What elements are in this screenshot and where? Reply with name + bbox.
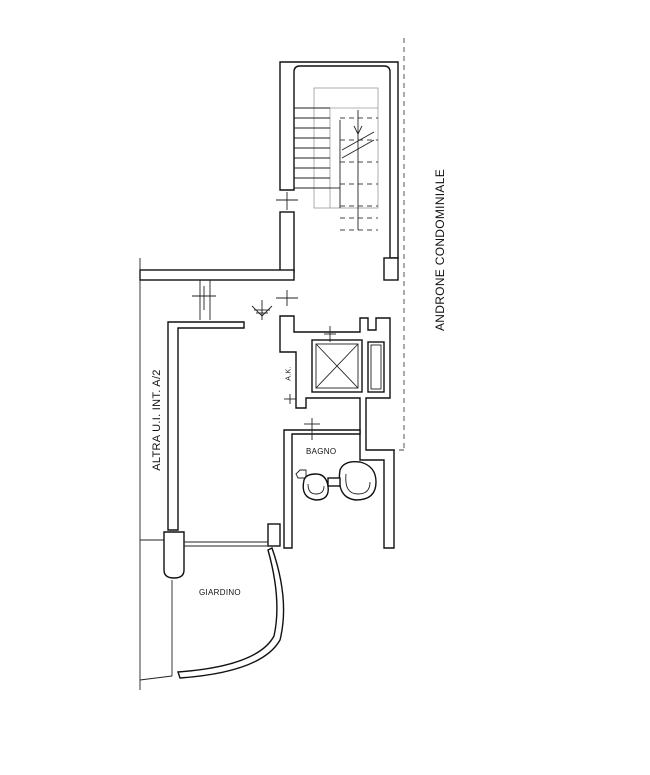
closet-door xyxy=(284,394,296,404)
hall-boundary xyxy=(394,38,405,451)
door-marks xyxy=(192,192,298,320)
bathroom xyxy=(283,418,377,549)
stairwell-walls xyxy=(279,61,399,281)
apartment-walls xyxy=(167,315,395,549)
garden xyxy=(139,523,285,681)
staircase xyxy=(294,87,379,231)
corridor-wall xyxy=(139,258,295,690)
altra-ui-label: ALTRA U.I. INT. A/2 xyxy=(151,369,163,471)
bagno-label: BAGNO xyxy=(306,447,337,456)
ak-label: A.K. xyxy=(285,366,293,381)
elevator-icon xyxy=(311,326,385,393)
androne-label: ANDRONE CONDOMINIALE xyxy=(433,168,447,332)
giardino-label: GIARDINO xyxy=(199,588,241,597)
entrance-arrow-icon xyxy=(251,300,273,320)
